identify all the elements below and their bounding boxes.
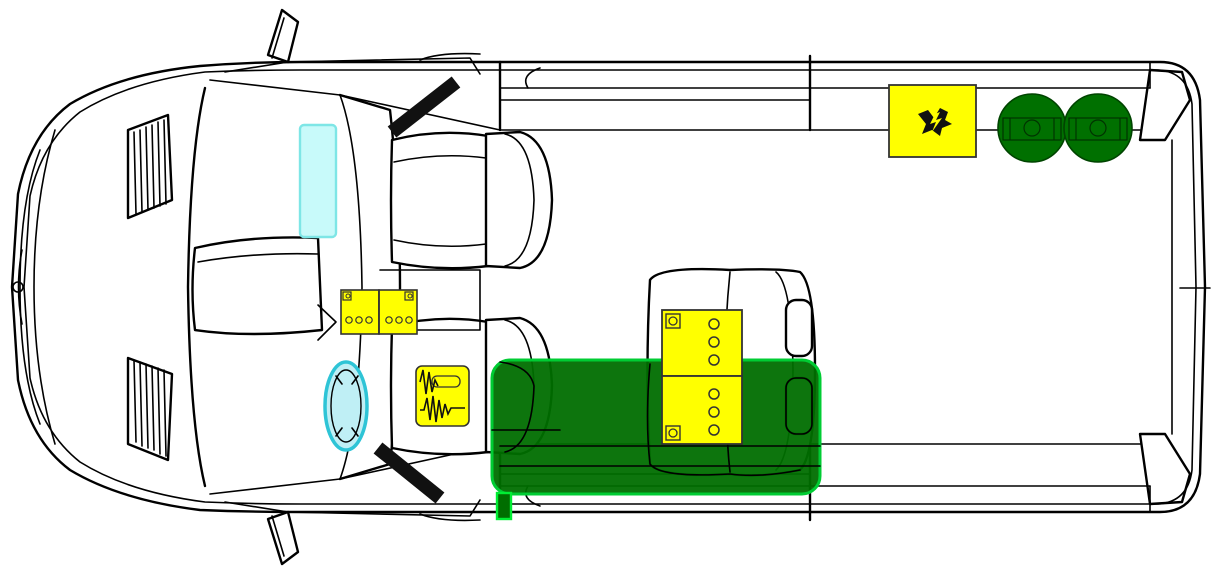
windshield-panel bbox=[298, 123, 338, 239]
waveform-icon bbox=[419, 369, 439, 395]
water-drain bbox=[495, 491, 513, 521]
waveform-icon bbox=[420, 395, 465, 423]
water-bottle-2 bbox=[1063, 93, 1133, 163]
seatbelt-top bbox=[387, 76, 461, 138]
mirror-top bbox=[266, 8, 300, 64]
hood-vent-bottom bbox=[126, 356, 174, 462]
charger-module bbox=[415, 365, 470, 427]
driver-seat bbox=[389, 130, 554, 270]
center-console bbox=[379, 269, 481, 331]
water-bottle-1 bbox=[997, 93, 1067, 163]
hood-vent-top bbox=[126, 113, 174, 220]
water-tank bbox=[490, 358, 822, 496]
seatbelt-bottom bbox=[373, 442, 445, 504]
house-battery-pair bbox=[661, 309, 743, 445]
dual-battery-under-dash bbox=[340, 289, 418, 335]
spare-wheel bbox=[323, 360, 369, 452]
mirror-bottom bbox=[266, 510, 300, 566]
inverter-box bbox=[888, 84, 977, 158]
